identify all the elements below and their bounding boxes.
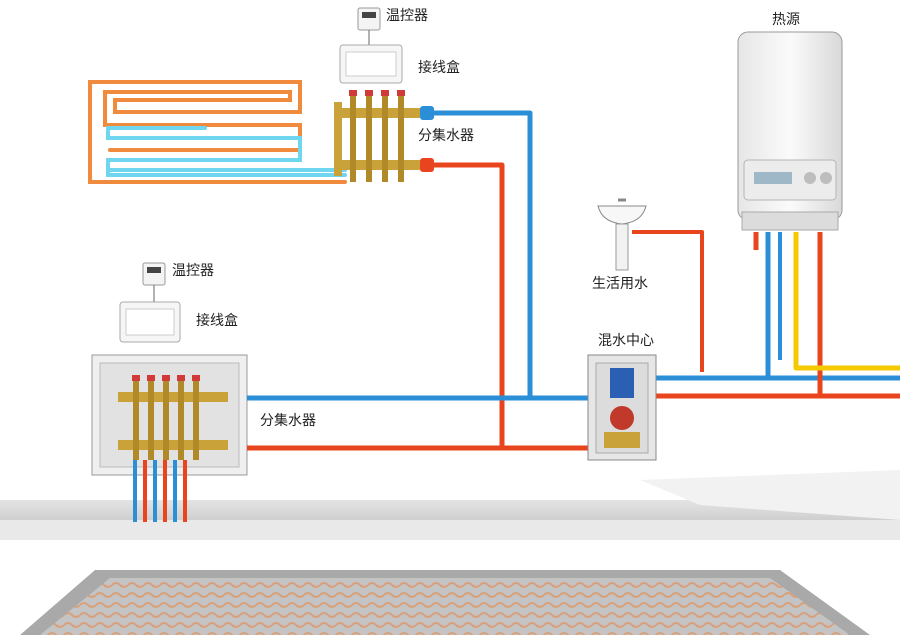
pipes — [247, 110, 900, 451]
junction-box-top — [339, 44, 403, 84]
sink — [597, 198, 647, 271]
label-manifold-left: 分集水器 — [260, 413, 316, 429]
label-thermostat-top: 温控器 — [386, 8, 428, 24]
thermostat-left — [142, 262, 166, 302]
label-thermostat-left: 温控器 — [172, 263, 214, 279]
label-manifold-top: 分集水器 — [418, 128, 474, 144]
boiler — [737, 31, 843, 231]
label-domestic-water: 生活用水 — [592, 276, 648, 292]
mixing-center-unit — [587, 354, 657, 461]
thermostat-top — [357, 7, 381, 45]
manifold-top — [334, 90, 434, 182]
manifold-cabinet-left — [91, 354, 248, 476]
junction-box-left — [119, 301, 181, 343]
heated-floor — [20, 570, 870, 635]
label-junction-box-left: 接线盒 — [196, 313, 238, 329]
floor-feed-pipes — [133, 460, 187, 522]
label-mixing-center: 混水中心 — [598, 333, 654, 349]
label-junction-box-top: 接线盒 — [418, 60, 460, 76]
floor-loop-top — [88, 80, 347, 184]
ground — [0, 470, 900, 540]
label-heat-source: 热源 — [772, 12, 800, 28]
